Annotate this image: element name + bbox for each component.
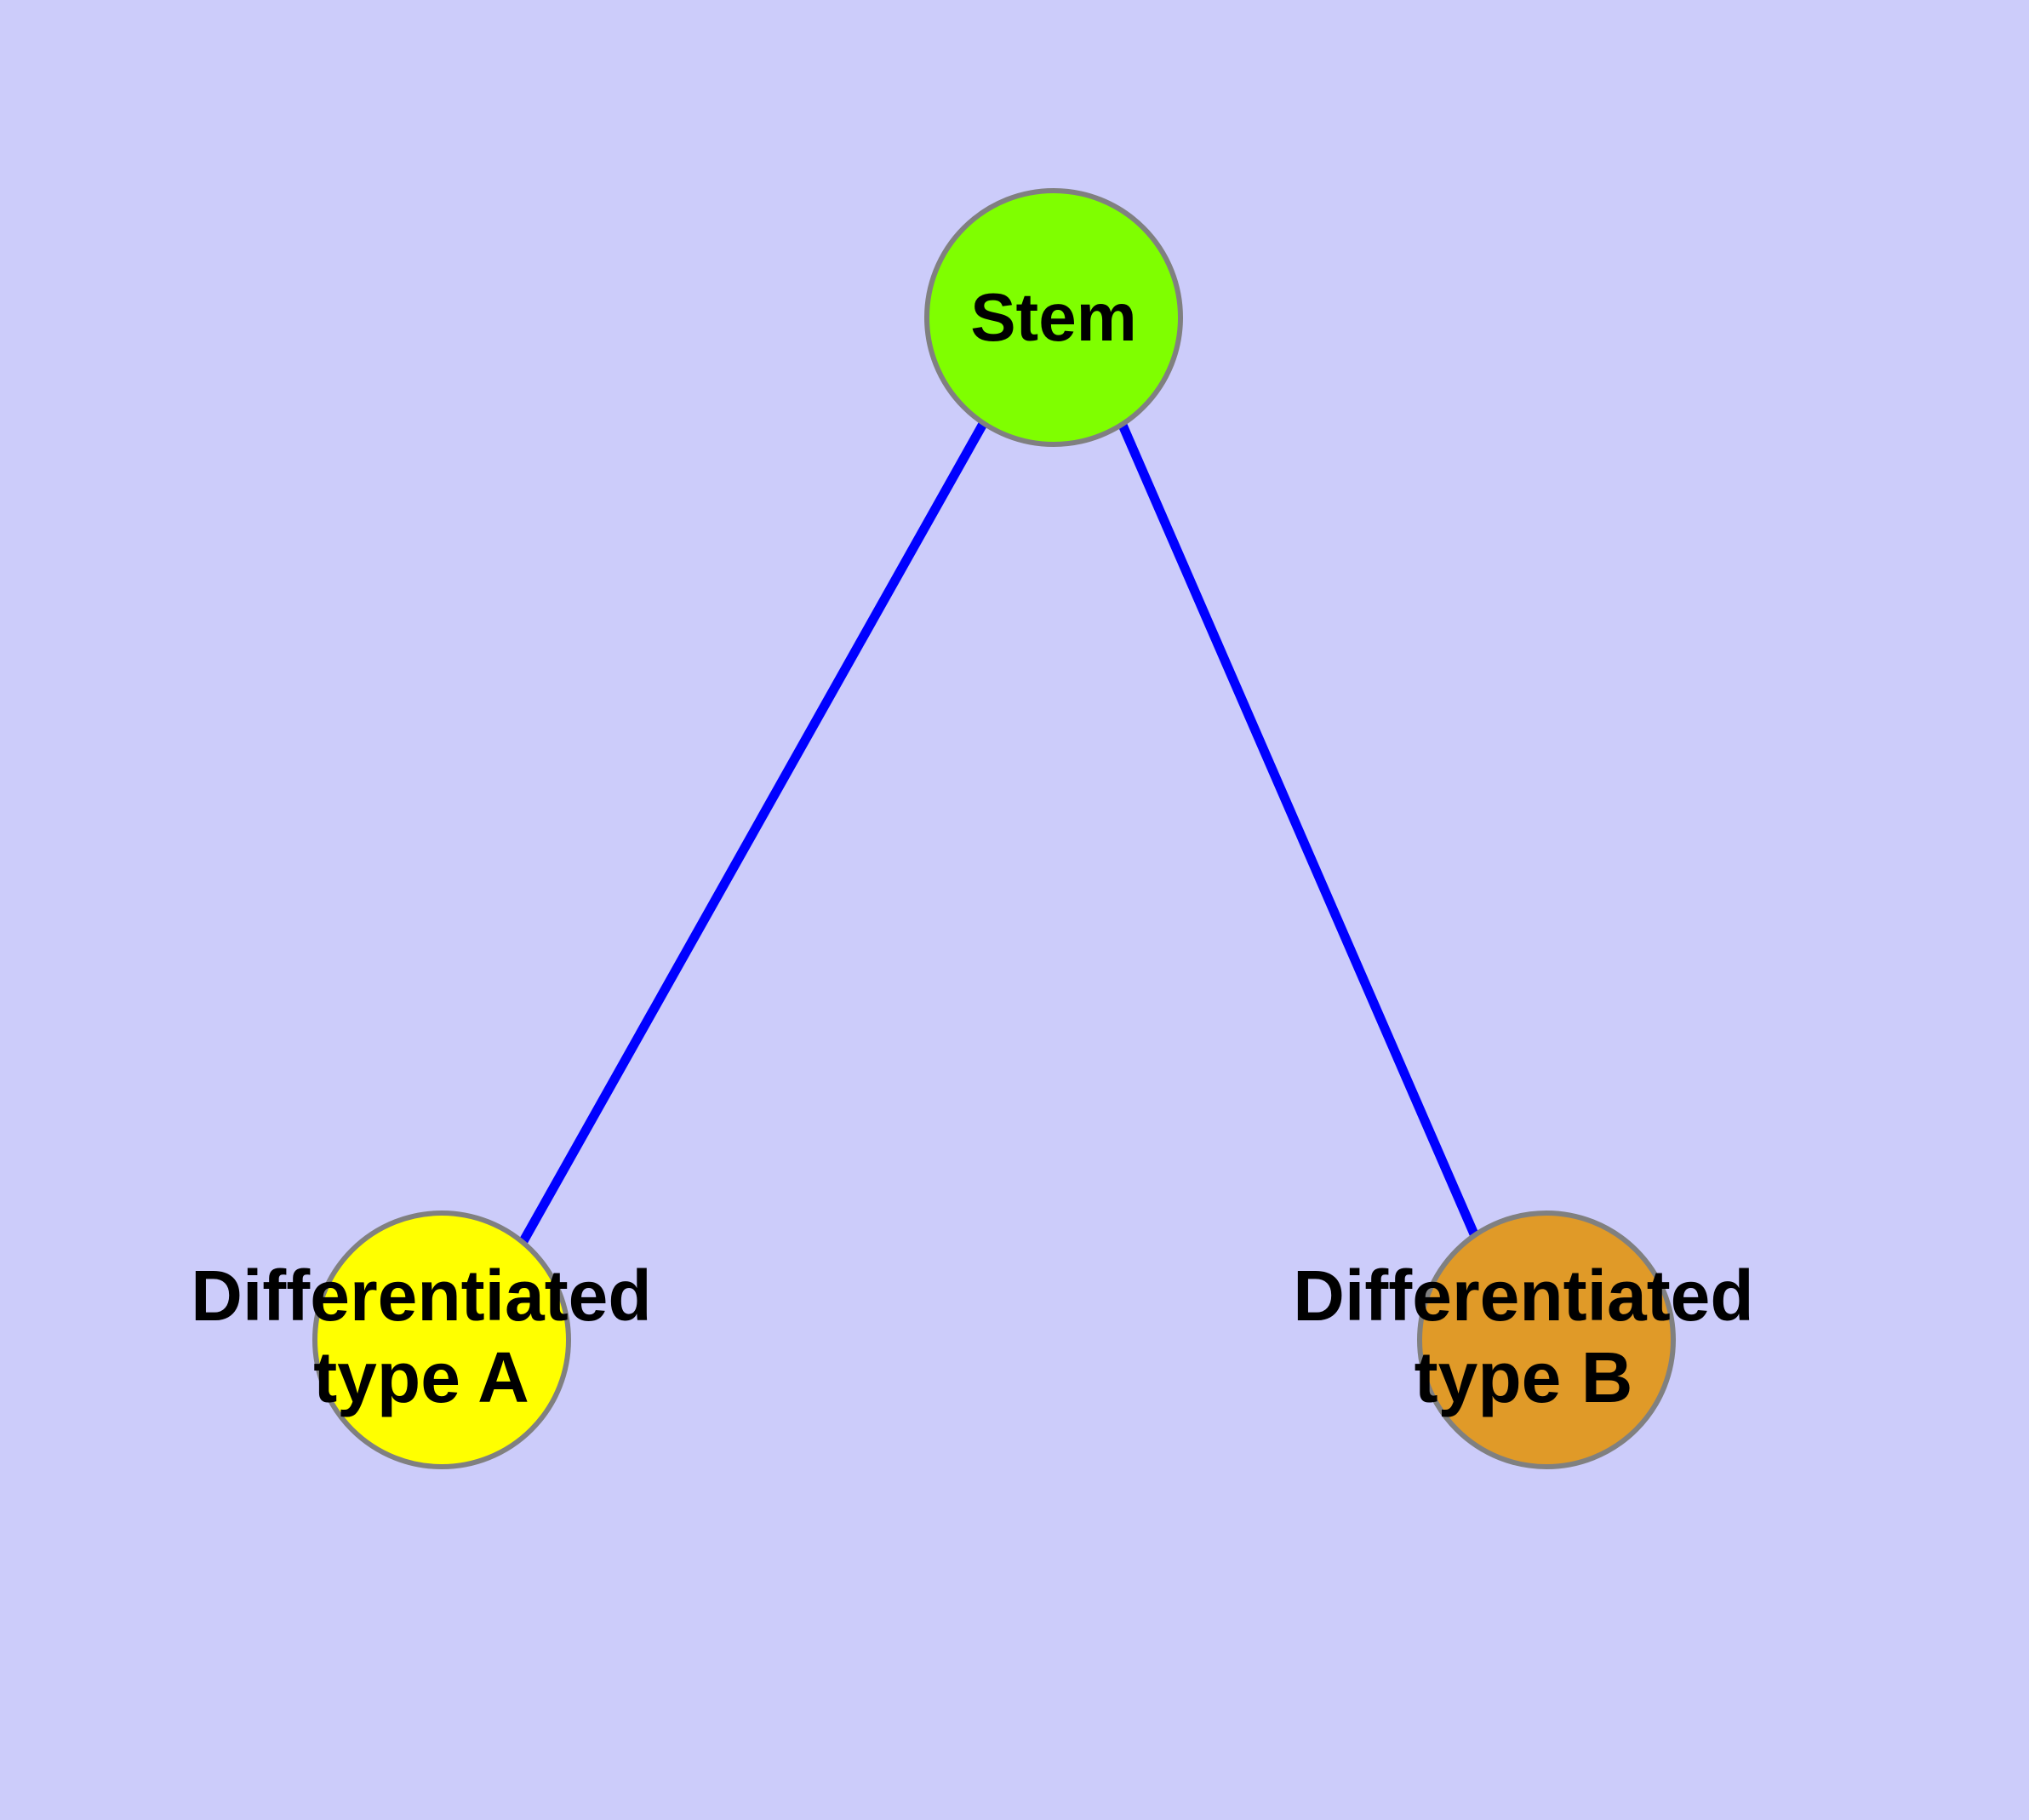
node-label-line: Differentiated — [1293, 1256, 1753, 1336]
node-label-stem: Stem — [970, 279, 1137, 355]
edge-stem-to-diff-a[interactable] — [519, 421, 987, 1244]
node-circle-diff_b[interactable] — [1417, 1210, 1676, 1469]
edge-stem-to-diff-b[interactable] — [1117, 421, 1480, 1239]
node-label-line: Differentiated — [191, 1256, 651, 1336]
node-label-line: type B — [1415, 1337, 1633, 1417]
node-label-line: type A — [313, 1337, 529, 1417]
nodes-group — [312, 188, 1676, 1469]
node-circle-diff_a[interactable] — [312, 1210, 571, 1469]
edges-group — [519, 421, 1480, 1244]
node-circle-stem[interactable] — [924, 188, 1183, 447]
node-label-line: Stem — [970, 279, 1137, 355]
